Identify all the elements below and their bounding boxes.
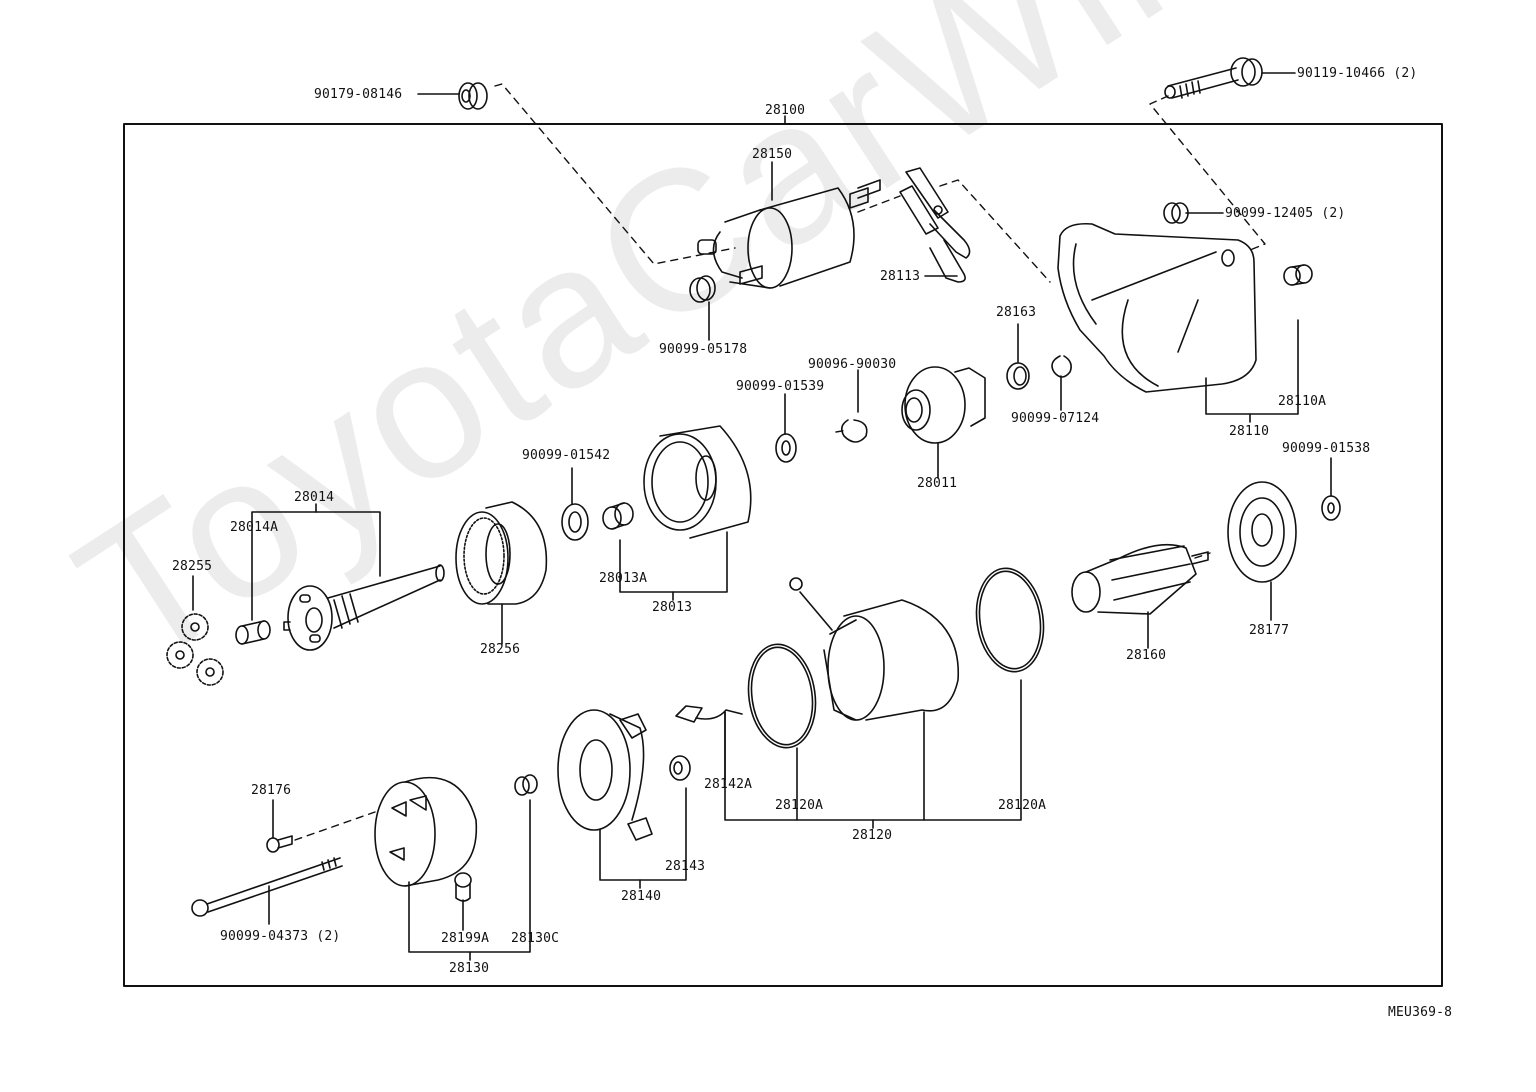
label-28130C[interactable]: 28130C <box>511 931 560 946</box>
part-bearing-28163[interactable] <box>1006 323 1030 390</box>
label-28176[interactable]: 28176 <box>251 783 292 798</box>
part-lever-28113[interactable] <box>899 167 971 283</box>
part-nut-90179-08146[interactable] <box>417 82 488 110</box>
part-o-ring-28120A-left[interactable] <box>742 640 822 821</box>
part-plate-28177[interactable] <box>1227 481 1297 621</box>
part-nut-90099-05178[interactable] <box>689 275 716 341</box>
label-90179-08146[interactable]: 90179-08146 <box>314 87 403 102</box>
label-90119-10466[interactable]: 90119-10466 (2) <box>1297 66 1418 81</box>
part-washer-90099-01542[interactable] <box>561 467 589 541</box>
part-magnetic-switch-28150[interactable] <box>697 161 881 289</box>
part-planetary-shaft-28014[interactable] <box>251 503 445 651</box>
part-screw-28176[interactable] <box>266 799 293 853</box>
label-28014A[interactable]: 28014A <box>230 520 279 535</box>
label-28120[interactable]: 28120 <box>852 828 893 843</box>
part-o-ring-28120A-right[interactable] <box>970 564 1050 676</box>
figure-code: MEU369-8 <box>1388 1005 1453 1020</box>
label-28160[interactable]: 28160 <box>1126 648 1167 663</box>
label-90099-12405[interactable]: 90099-12405 (2) <box>1225 206 1346 221</box>
part-spring-28143[interactable] <box>669 755 691 781</box>
part-ring-90099-07124[interactable] <box>1051 355 1072 411</box>
label-28011[interactable]: 28011 <box>917 476 958 491</box>
label-28014[interactable]: 28014 <box>294 490 335 505</box>
part-brush-28142A[interactable] <box>675 705 743 781</box>
label-90099-01542[interactable]: 90099-01542 <box>522 448 611 463</box>
part-end-frame-28130[interactable] <box>374 776 531 961</box>
label-28100[interactable]: 28100 <box>765 103 806 118</box>
part-center-bearing-28013[interactable] <box>619 425 752 601</box>
label-28256[interactable]: 28256 <box>480 642 521 657</box>
label-28013A[interactable]: 28013A <box>599 571 648 586</box>
label-28177[interactable]: 28177 <box>1249 623 1290 638</box>
label-90099-01539[interactable]: 90099-01539 <box>736 379 825 394</box>
part-through-bolt-90099-04373[interactable] <box>191 857 343 925</box>
label-90099-05178[interactable]: 90099-05178 <box>659 342 748 357</box>
label-28120A-right[interactable]: 28120A <box>998 798 1047 813</box>
part-washer-90099-01539[interactable] <box>775 393 797 463</box>
dashed-guides <box>294 83 1266 841</box>
part-plug-28199A[interactable] <box>454 872 472 931</box>
label-28120A-left[interactable]: 28120A <box>775 798 824 813</box>
label-28140[interactable]: 28140 <box>621 889 662 904</box>
label-28110A[interactable]: 28110A <box>1278 394 1327 409</box>
label-28163[interactable]: 28163 <box>996 305 1037 320</box>
part-bushing-28110A[interactable] <box>1283 264 1313 286</box>
label-90099-04373[interactable]: 90099-04373 (2) <box>220 929 341 944</box>
part-bolt-90119-10466[interactable] <box>1164 57 1296 99</box>
label-28110[interactable]: 28110 <box>1229 424 1270 439</box>
label-28142A[interactable]: 28142A <box>704 777 753 792</box>
part-internal-gear-28256[interactable] <box>455 501 548 645</box>
part-bushing-28130C[interactable] <box>514 774 538 796</box>
label-28150[interactable]: 28150 <box>752 147 793 162</box>
part-brush-holder-28140[interactable] <box>557 709 687 889</box>
part-bushing-28014A[interactable] <box>235 620 271 645</box>
part-planetary-gears-28255[interactable] <box>166 575 224 686</box>
part-clutch-pinion-28011[interactable] <box>901 366 986 479</box>
part-armature-28160[interactable] <box>1071 543 1209 649</box>
label-28143[interactable]: 28143 <box>665 859 706 874</box>
label-90099-07124[interactable]: 90099-07124 <box>1011 411 1100 426</box>
part-nut-90099-12405[interactable] <box>1163 202 1224 224</box>
part-snap-ring-90096-90030[interactable] <box>840 369 868 443</box>
label-28130[interactable]: 28130 <box>449 961 490 976</box>
label-28199A[interactable]: 28199A <box>441 931 490 946</box>
part-washer-90099-01538[interactable] <box>1321 457 1341 521</box>
part-bushing-28013A[interactable] <box>602 502 634 530</box>
label-28255[interactable]: 28255 <box>172 559 213 574</box>
part-housing-28110[interactable] <box>1057 222 1299 423</box>
label-28113[interactable]: 28113 <box>880 269 921 284</box>
label-28013[interactable]: 28013 <box>652 600 693 615</box>
label-90096-90030[interactable]: 90096-90030 <box>808 357 897 372</box>
assembly-frame <box>123 123 1443 987</box>
label-90099-01538[interactable]: 90099-01538 <box>1282 441 1371 456</box>
